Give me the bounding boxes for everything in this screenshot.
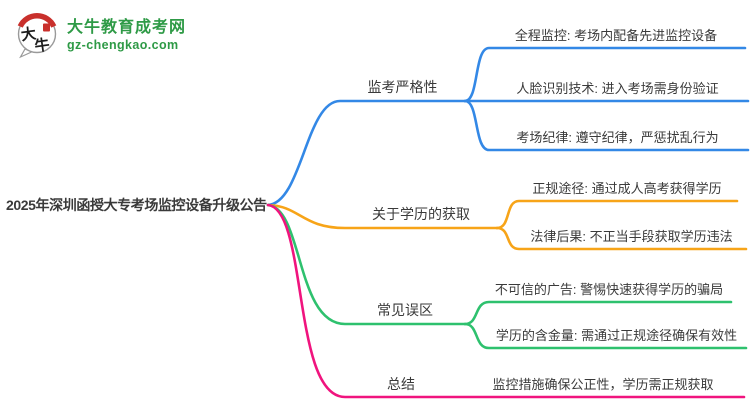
child-formal-channel: 正规途径: 通过成人高考获得学历	[532, 181, 722, 196]
branch-summary: 总结	[387, 376, 415, 392]
connector-branch1-child1	[463, 46, 747, 103]
child-summary-statement: 监控措施确保公正性，学历需正规获取	[492, 377, 714, 392]
connector-root-to-branch2	[266, 203, 499, 230]
site-name: 大牛教育成考网	[67, 18, 187, 36]
connector-branch2-child1	[495, 199, 739, 230]
child-exam-discipline: 考场纪律: 遵守纪律，严惩扰乱行为	[516, 130, 719, 145]
child-untrustworthy-ads: 不可信的广告: 警惕快速获得学历的骗局	[494, 282, 724, 297]
site-logo[interactable]: 大 牛 大牛教育成考网 gz-chengkao.com	[14, 12, 186, 60]
connector-root-to-branch4	[266, 203, 746, 399]
logo-char-2: 牛	[33, 35, 50, 55]
site-logo-text: 大牛教育成考网 gz-chengkao.com	[67, 19, 186, 53]
child-full-monitoring: 全程监控: 考场内配备先进监控设备	[514, 28, 718, 43]
branch-lines-summary	[266, 203, 746, 399]
branch-degree-obtaining: 关于学历的获取	[372, 206, 470, 222]
connector-root-to-branch1	[266, 99, 467, 207]
connector-branch2-child2	[495, 226, 748, 251]
connector-branch1-child3	[463, 99, 750, 152]
child-legal-consequences: 法律后果: 不正当手段获取学历违法	[530, 229, 733, 244]
branch-lines-degree-obtaining	[266, 199, 748, 251]
site-domain: gz-chengkao.com	[67, 38, 179, 53]
child-face-recognition: 人脸识别技术: 进入考场需身份验证	[516, 81, 719, 96]
connector-branch3-child2	[463, 322, 748, 350]
branch-lines-exam-strictness	[266, 46, 750, 207]
branch-misconceptions: 常见误区	[377, 302, 433, 318]
logo-char-1: 大	[20, 24, 37, 44]
connector-branch3-child1	[463, 300, 733, 326]
daniu-bubble-icon: 大 牛	[17, 13, 57, 59]
root-topic: 2025年深圳函授大专考场监控设备升级公告	[6, 197, 267, 213]
child-degree-value: 学历的含金量: 需通过正规途径确保有效性	[495, 328, 738, 343]
branch-exam-strictness: 监考严格性	[367, 79, 438, 95]
logo-seal	[43, 23, 50, 32]
